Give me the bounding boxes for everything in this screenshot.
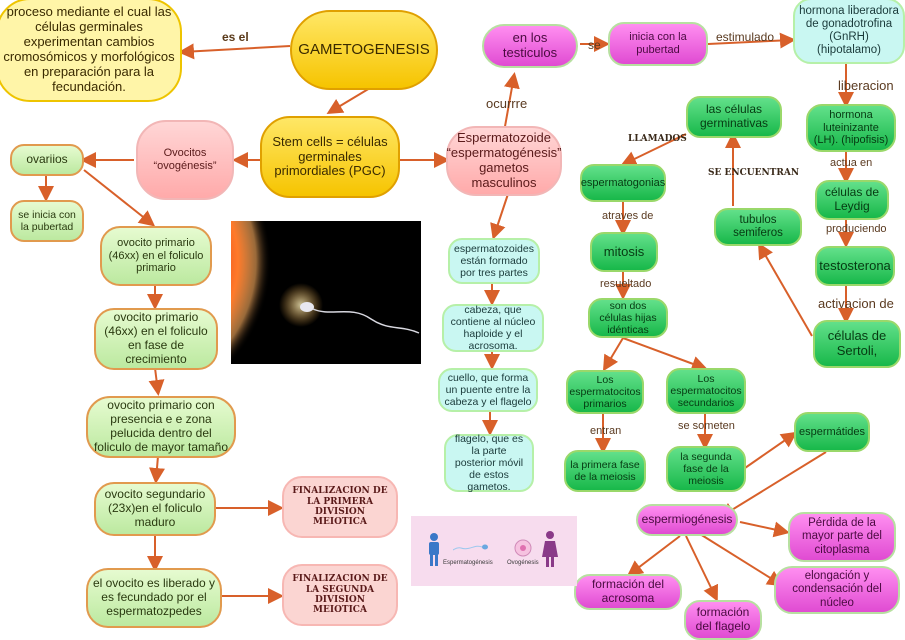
primera-meiosis-node: la primera fase de la meiosis [564,450,646,492]
cabeza-node: cabeza, que contiene al núcleo haploide … [442,304,544,352]
male-figure-icon [429,533,439,566]
tres-partes-node: espermatozoides están formado por tres p… [448,238,540,284]
espermatozoide-node: Espermatozoide “espermatogénesis” gameto… [446,126,562,196]
label-estimulado: estimulado [716,30,775,44]
pubertad-m-node: inicia con la pubertad [608,22,708,66]
label-se-encuentran: SE ENCUENTRAN [708,168,800,178]
espermatides-node: espermátides [794,412,870,452]
female-figure-icon [542,531,558,567]
label-resueltado: resueltado [600,278,652,290]
fertilization-photo [231,221,421,364]
label-ocurrre: ocurrre [486,96,528,111]
legend-panel: Espermatogénesis Ovogénesis [411,516,577,586]
sertoli-node: células de Sertoli, [813,320,901,368]
label-entran: entran [590,425,622,437]
segunda-meiosis-node: la segunda fase de la meiosis [666,446,746,492]
testosterona-node: testosterona [815,246,895,286]
legend-espermatogenesis: Espermatogénesis [443,560,493,566]
secundarios-node: Los espermatocitos secundarios [666,368,746,414]
sperm-icon [453,544,488,551]
finalizacion-segunda-node: FINALIZACION DE LA SEGUNDA DIVISION MEIO… [282,564,398,626]
pubertad-f-node: se inicia con la pubertad [10,200,84,242]
germinativas-node: las células germinativas [686,96,782,138]
label-activacion-de: activacion de [818,296,894,311]
espermiogenesis-node: espermiogénesis [636,504,738,536]
ovocito-primario-3-node: ovocito primario con presencia e e zona … [86,396,236,458]
leydig-node: células de Leydig [815,180,889,220]
perdida-node: Pérdida de la mayor parte del citoplasma [788,512,896,562]
cuello-node: cuello, que forma un puente entre la cab… [438,368,538,412]
flagelo-desc-node: flagelo, que es la parte posterior móvil… [444,433,534,493]
label-atraves-de: atraves de [602,210,654,222]
mitosis-node: mitosis [590,232,658,272]
lh-node: hormona luteinizante (LH). (hipofisis) [806,104,896,152]
definition-node: proceso mediante el cual las células ger… [0,0,182,102]
acrosoma-node: formación del acrosoma [574,574,682,610]
ovocitos-node: Ovocitos “ovogénesis” [136,120,234,200]
ovocito-primario-1-node: ovocito primario (46xx) en el foliculo p… [100,226,212,286]
legend-ovogenesis: Ovogénesis [507,560,539,566]
stem-cells-node: Stem cells = células germinales primordi… [260,116,400,198]
label-es-el: es el [222,30,249,44]
ovocito-primario-2-node: ovocito primario (46xx) en el foliculo e… [94,308,218,370]
espermatogonias-node: espermatogonias [580,164,666,202]
gametogenesis-node: GAMETOGENESIS [290,10,438,90]
label-produciendo: produciendo [826,223,887,235]
gnrh-node: hormona liberadora de gonadotrofina (GnR… [793,0,905,64]
tubulos-node: tubulos semiferos [714,208,802,246]
elongacion-node: elongación y condensación del núcleo [774,566,900,614]
label-liberacion: liberacion [838,78,894,93]
label-actua-en: actua en [830,157,873,169]
ovocito-secundario-node: ovocito segundario (23x)en el foliculo m… [94,482,216,536]
hijas-node: son dos células hijas idénticas [588,298,668,338]
label-se: se [588,38,601,52]
ovocito-liberado-node: el ovocito es liberado y es fecundado po… [86,568,222,628]
flagelo-formation-node: formación del flagelo [684,600,762,640]
finalizacion-primera-node: FINALIZACION DE LA PRIMERA DIVISION MEIO… [282,476,398,538]
ovum-icon [514,539,532,557]
testiculos-node: en los testiculos [482,24,578,68]
ovarios-node: ovariios [10,144,84,176]
primarios-node: Los espermatocitos primarios [566,370,644,414]
label-se-someten: se someten [678,420,735,432]
label-llamados: LLAMADOS [628,134,687,144]
